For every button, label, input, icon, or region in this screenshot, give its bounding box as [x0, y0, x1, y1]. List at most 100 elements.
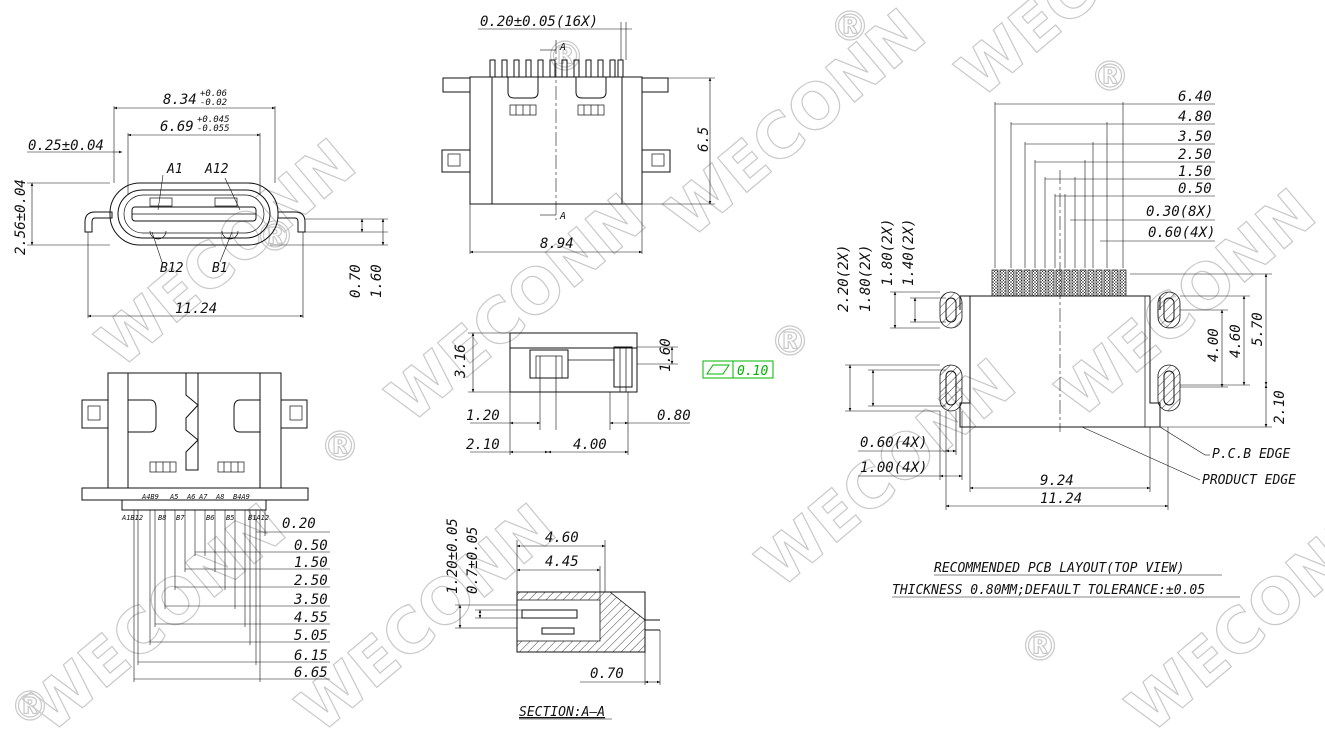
- section-view: 4.60 4.45 1.20±0.05 0.7±0.05 0.70 SECTIO…: [445, 518, 661, 720]
- bv-pin-top-4: A8: [215, 493, 224, 501]
- dim-side-b: 2.10: [466, 437, 500, 453]
- dim-side-a: 1.20: [466, 408, 500, 424]
- dim-h2: 1.60: [369, 264, 385, 298]
- sec-dim-t: 0.70: [590, 666, 624, 682]
- flatness-value: 0.10: [737, 364, 768, 379]
- bv-pin-bot-5: B1A12: [248, 514, 269, 522]
- pcb-top-dim-7: 0.60(4X): [1148, 225, 1215, 241]
- pcb-top-dim-1: 4.80: [1178, 109, 1212, 125]
- sec-dim-w1: 4.60: [545, 530, 579, 546]
- dim-width: 8.94: [540, 236, 574, 252]
- watermark-4: WECONN: [653, 0, 939, 251]
- bv-pin-top-1: A5: [169, 493, 178, 501]
- dim-w-outer-tol-bot: -0.02: [200, 98, 227, 108]
- pcb-top-dim-5: 0.50: [1178, 181, 1212, 197]
- bv-pin-bot-2: B7: [176, 514, 185, 522]
- pin-label-a12: A12: [204, 162, 229, 177]
- bv-dim-6: 5.05: [294, 628, 328, 644]
- pcb-bot-inner: 9.24: [1040, 473, 1074, 489]
- dim-side-d: 0.80: [657, 408, 691, 424]
- sec-dim-h2: 0.7±0.05: [465, 527, 481, 594]
- dim-side-c: 4.00: [573, 437, 607, 453]
- dim-side-h: 3.16: [453, 344, 469, 379]
- notes: RECOMMENDED PCB LAYOUT(TOP VIEW) THICKNE…: [892, 561, 1240, 598]
- bv-dim-2: 1.50: [294, 555, 328, 571]
- watermark-mark-6: ®: [320, 424, 360, 470]
- pcb-right-dim-1: 4.60: [1228, 324, 1244, 358]
- pcb-top-dim-3: 2.50: [1178, 147, 1212, 163]
- pcb-top-dim-4: 1.50: [1178, 164, 1212, 180]
- pcb-left-dim-2: 1.80(2X): [880, 219, 896, 286]
- flatness-tolerance-box: 0.10: [702, 360, 774, 379]
- watermark-9: WECONN: [1113, 490, 1325, 735]
- pcb-left-dim-3: 1.40(2X): [901, 219, 917, 286]
- pcb-right-dim-2: 5.70: [1250, 312, 1266, 346]
- side-view: 1.60 3.16 0.10 1.20 0.80 2.10 4.00: [453, 332, 774, 455]
- pcb-top-dim-0: 6.40: [1178, 89, 1212, 105]
- pcb-bot-slot-w: 0.60(4X): [860, 435, 927, 451]
- watermark-mark-4: ®: [1090, 54, 1130, 100]
- dim-w-inner-tol-top: +0.045: [197, 115, 230, 125]
- section-marker-top: A: [559, 42, 566, 53]
- pin-label-b1: B1: [212, 261, 228, 276]
- dim-w-outer-tol-top: +0.06: [200, 89, 227, 99]
- dim-w-inner-tol-bot: -0.055: [197, 124, 230, 134]
- section-caption: SECTION:A—A: [519, 705, 605, 720]
- dim-w-outer: 8.34: [163, 92, 197, 108]
- pcb-bot-slot-l: 1.00(4X): [860, 460, 927, 476]
- sec-dim-w2: 4.45: [545, 554, 579, 570]
- dim-depth: 6.5: [696, 127, 712, 152]
- pcb-left-dim-0: 2.20(2X): [836, 245, 852, 312]
- bv-pin-bot-3: B6: [206, 514, 214, 522]
- bv-pin-top-2: A6: [186, 493, 195, 501]
- bottom-view: A4B9 A5 A6 A7 A8 B4A9 A1B12 B8 B7 B6 B5 …: [81, 372, 330, 682]
- bv-pin-top-5: B4A9: [233, 493, 250, 501]
- bv-dim-8: 6.65: [294, 665, 328, 681]
- section-marker-bot: A: [559, 211, 566, 222]
- pcb-bot-outer: 11.24: [1040, 491, 1082, 507]
- pin-label-b12: B12: [160, 261, 184, 276]
- bottom-view-pin-leads: [133, 510, 266, 682]
- bv-pin-bot-1: B8: [158, 514, 166, 522]
- pcb-top-dim-2: 3.50: [1177, 129, 1212, 145]
- watermark-mark-8: ®: [10, 684, 50, 730]
- pcb-right-dim-3: 2.10: [1272, 390, 1288, 424]
- bv-dim-4: 3.50: [293, 592, 328, 608]
- notes-title: RECOMMENDED PCB LAYOUT(TOP VIEW): [934, 561, 1184, 576]
- watermark-mark-7: ®: [1020, 624, 1060, 670]
- dim-wall: 0.25±0.04: [28, 138, 104, 154]
- dim-pitch: 0.20±0.05(16X): [480, 14, 598, 30]
- front-view: 8.34 +0.06 -0.02 6.69 +0.045 -0.055 0.25…: [13, 89, 388, 318]
- watermark-mark-5: ®: [770, 319, 810, 365]
- pcb-top-dim-lines: [994, 102, 1215, 268]
- dim-w-inner: 6.69: [160, 119, 194, 135]
- bv-pin-bot-0: A1B12: [121, 514, 143, 522]
- watermark-3: WECONN: [373, 180, 659, 437]
- pcb-layout: 6.40 4.80 3.50 2.50 1.50 0.50 0.30(8X) 0…: [836, 89, 1296, 510]
- bv-dim-3: 2.50: [294, 573, 328, 589]
- bv-dim-5: 4.55: [294, 610, 328, 626]
- bv-dim-1: 0.50: [294, 538, 328, 554]
- pcb-left-dim-1: 1.80(2X): [858, 245, 874, 312]
- notes-thickness: THICKNESS 0.80MM;DEFAULT TOLERANCE:±0.05: [892, 583, 1205, 598]
- sec-dim-h1: 1.20±0.05: [445, 518, 461, 594]
- pcb-right-dim-0: 4.00: [1206, 328, 1222, 362]
- bv-pin-bot-4: B5: [226, 514, 234, 522]
- watermark-mark-1: ®: [255, 214, 295, 260]
- dim-total-w: 11.24: [175, 301, 217, 317]
- dim-h1: 0.70: [348, 264, 364, 298]
- bv-dim-7: 6.15: [294, 648, 328, 664]
- pcb-pads: [991, 269, 1127, 297]
- bv-pin-top-0: A4B9: [141, 493, 159, 501]
- pcb-edge-label: P.C.B EDGE: [1212, 447, 1290, 462]
- product-edge-label: PRODUCT EDGE: [1202, 473, 1296, 488]
- watermark-mark-3: ®: [830, 4, 870, 50]
- flatness-symbol-icon: [706, 364, 730, 375]
- dim-height: 2.56±0.04: [13, 179, 29, 255]
- dim-side-t: 1.60: [658, 338, 674, 372]
- top-view-pins: [489, 59, 624, 78]
- top-view: A A 0.20±0.05(16X) 6.5 8.94: [441, 14, 715, 254]
- bv-dim-0: 0.20: [282, 516, 316, 532]
- pin-label-a1: A1: [166, 162, 183, 177]
